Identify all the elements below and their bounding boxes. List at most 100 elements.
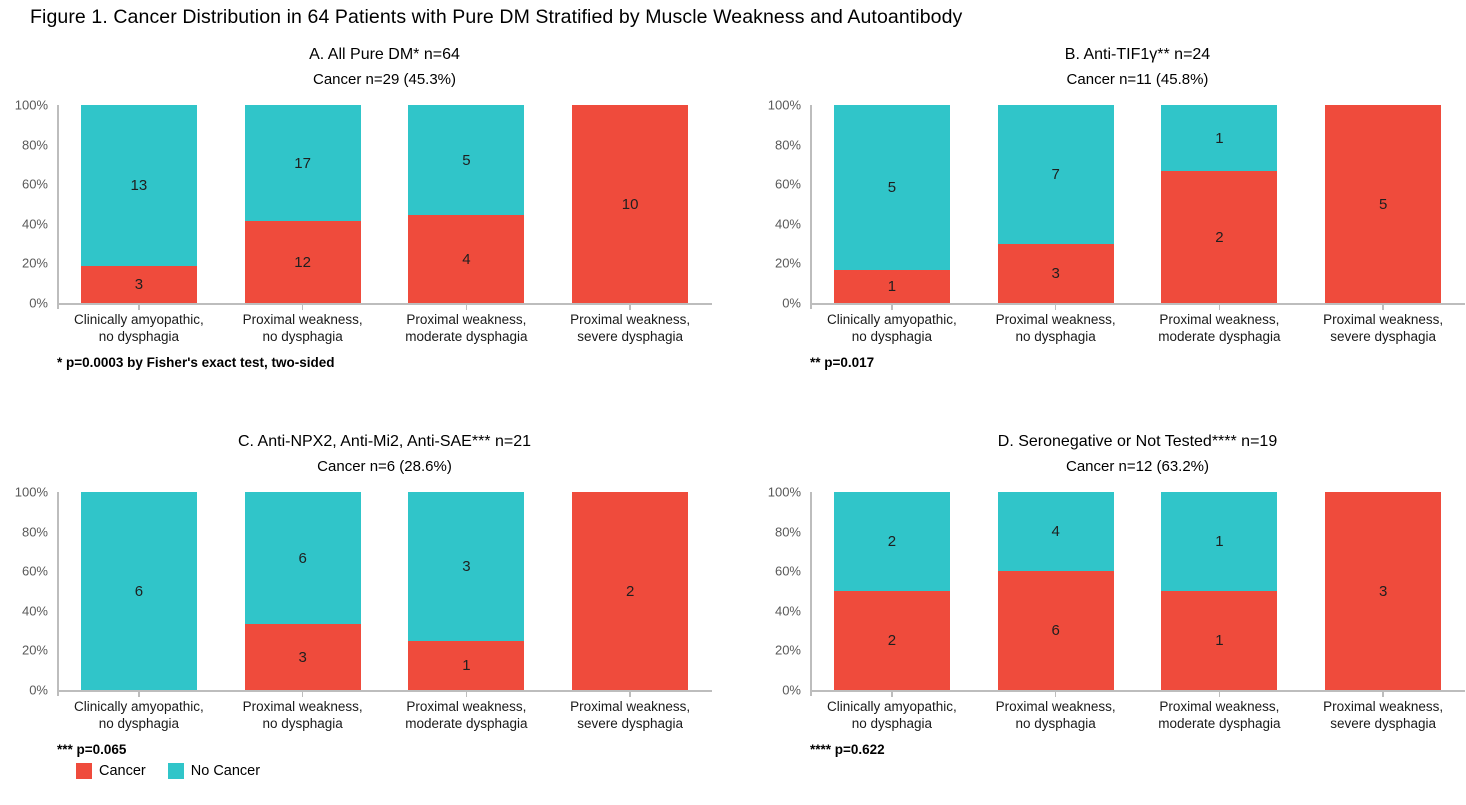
bar-value-label: 5 [1378,195,1388,213]
y-tick-label: 0% [29,682,48,698]
legend-item: No Cancer [167,762,261,779]
x-axis-labels: Clinically amyopathic, no dysphagia Proxi… [57,303,712,346]
footnote: * p=0.0003 by Fisher's exact test, two-s… [57,354,335,370]
x-tick [891,305,893,310]
category-slot: 3 [1301,492,1465,690]
bar-segment-no-cancer: 7 [997,105,1114,244]
x-axis-line [810,690,1465,692]
bar-segment-cancer: 1 [833,270,950,303]
bar-segment-cancer: 4 [408,215,525,303]
panel-subtitle: Cancer n=6 (28.6%) [317,458,452,475]
legend-label: No Cancer [190,762,261,779]
y-axis: 0%20%40%60%80%100% [753,98,810,311]
category-label: Clinically amyopathic, no dysphagia [826,699,957,732]
x-tick [629,305,631,310]
bar-segment-cancer: 1 [408,640,525,690]
y-tick-label: 40% [774,216,801,232]
bar-segment-no-cancer: 1 [1161,492,1278,591]
bar-segment-no-cancer: 3 [408,492,525,641]
x-tick [1382,305,1384,310]
category-label: Clinically amyopathic, no dysphagia [73,699,204,732]
bar-segment-no-cancer: 17 [244,105,361,222]
legend-label: Cancer [99,762,146,779]
y-axis-line [810,105,812,309]
y-tick-label: 80% [774,137,801,153]
bar-value-label: 17 [294,154,311,172]
y-tick-label: 100% [767,484,801,500]
y-tick-label: 40% [21,216,48,232]
stacked-bar: 10 [572,105,689,303]
panel-c-anti-npx2-mi2-sae: C. Anti-NPX2, Anti-Mi2, Anti-SAE*** n=21… [0,425,733,779]
x-tick [465,692,468,697]
bar-value-label: 6 [1051,622,1060,640]
stacked-bar: 6 [80,492,197,690]
panel-title: A. All Pure DM* n=64 [309,46,460,63]
y-tick-label: 40% [774,603,801,619]
y-tick-label: 60% [21,563,48,579]
y-axis: 0%20%40%60%80%100% [0,485,57,698]
y-axis: 0%20%40%60%80%100% [753,485,810,698]
legend-swatch-no-cancer [167,762,184,779]
bar-value-label: 2 [1215,228,1224,246]
y-tick-label: 20% [774,255,801,271]
bar-value-label: 5 [462,151,471,169]
x-axis-line [810,303,1465,305]
bar-segment-cancer: 3 [80,265,197,303]
footnote: ** p=0.017 [810,354,875,370]
x-tick [465,305,468,310]
bar-value-label: 13 [130,176,148,194]
bar-value-label: 3 [298,648,307,666]
bar-segment-cancer: 6 [997,571,1114,690]
bar-segment-no-cancer: 2 [833,492,950,591]
category-label: Proximal weakness, moderate dysphagia [1158,699,1281,732]
category-label: Clinically amyopathic, no dysphagia [73,312,204,345]
category-slot: 2 [548,492,712,690]
bar-segment-cancer: 5 [1325,105,1442,303]
bar-segment-no-cancer: 6 [244,492,361,625]
panel-subtitle: Cancer n=29 (45.3%) [313,71,456,88]
bar-segment-cancer: 2 [833,591,950,690]
bar-value-label: 4 [1051,523,1060,541]
y-tick-label: 80% [21,524,48,540]
bar-segment-cancer: 3 [997,243,1114,303]
category-label: Clinically amyopathic, no dysphagia [826,312,957,345]
bar-value-label: 10 [621,195,639,213]
y-tick-label: 80% [774,524,801,540]
panel-subtitle: Cancer n=11 (45.8%) [1066,71,1209,88]
bar-value-label: 7 [1051,165,1060,183]
y-tick-label: 20% [21,642,48,658]
y-tick-label: 100% [14,97,48,113]
y-tick-label: 0% [782,295,801,311]
panel-title: D. Seronegative or Not Tested**** n=19 [997,433,1278,450]
y-tick-label: 60% [774,563,801,579]
bar-segment-no-cancer: 4 [997,492,1114,572]
bar-segment-cancer: 3 [1325,492,1442,690]
bar-value-label: 3 [1051,264,1060,282]
bar-value-label: 2 [887,632,897,649]
panel-subtitle: Cancer n=12 (63.2%) [1066,458,1209,475]
stacked-bar: 3 [1325,492,1442,690]
y-axis: 0%20%40%60%80%100% [0,98,57,311]
x-axis-labels: Clinically amyopathic, no dysphagia Proxi… [810,690,1465,733]
legend-swatch-cancer [76,762,92,779]
panel-d-seronegative: D. Seronegative or Not Tested**** n=19 C… [733,425,1466,779]
bar-value-label: 6 [298,549,307,567]
category-label: Proximal weakness, severe dysphagia [570,312,691,345]
category-slot: 10 [548,105,712,303]
